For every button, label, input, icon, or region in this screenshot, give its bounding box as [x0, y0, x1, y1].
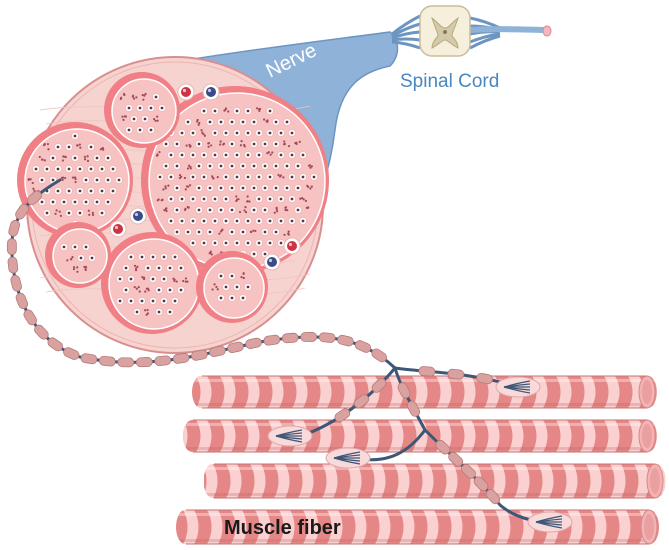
nerve-fascicle — [101, 232, 203, 334]
myelin-sheath — [154, 355, 172, 366]
myelin-sheath — [371, 348, 387, 363]
myelin-sheath — [485, 489, 501, 505]
myelin-sheath — [135, 357, 153, 368]
myelin-sheath — [476, 372, 493, 385]
myelin-sheath — [473, 476, 489, 492]
blood-vessel — [109, 220, 127, 238]
myelin-sheath — [80, 353, 98, 365]
motor-end-plate — [527, 511, 573, 533]
nerve-fascicle — [196, 251, 268, 323]
nerve-fascicle — [141, 86, 329, 274]
myelin-sheath — [435, 439, 451, 455]
myelin-sheath — [117, 357, 135, 368]
blood-vessel — [263, 253, 281, 271]
myelin-sheath — [353, 394, 370, 409]
myelin-sheath — [190, 349, 208, 361]
nerve-fascicle — [104, 72, 180, 148]
nerve-fascicle — [17, 122, 133, 238]
myelin-sheath — [8, 220, 21, 237]
blood-vessel — [129, 207, 147, 225]
myelin-sheath — [34, 324, 49, 340]
myelin-sheath — [23, 309, 37, 326]
myelin-sheath — [371, 378, 387, 393]
myelin-sheath — [245, 337, 262, 349]
muscle-fiber-label: Muscle fiber — [224, 517, 341, 539]
blood-vessel — [202, 83, 220, 101]
blood-vessel — [283, 237, 301, 255]
myelin-sheath — [209, 345, 226, 358]
myelin-sheath — [354, 340, 372, 353]
myelin-sheath — [300, 332, 318, 342]
myelin-sheath — [406, 400, 421, 417]
muscle-fiber — [176, 509, 659, 545]
myelin-sheath — [15, 292, 29, 310]
myelin-sheath — [10, 275, 22, 292]
myelin-sheath — [461, 464, 476, 479]
nerve-fascicle — [45, 222, 111, 288]
myelin-sheath — [448, 451, 464, 467]
muscle-fiber — [183, 419, 657, 453]
spinal-cord: Spinal Cord — [391, 5, 552, 92]
myelin-sheath — [47, 337, 63, 352]
myelin-sheath — [227, 341, 244, 353]
nerve-cross-section: Nerve — [17, 39, 329, 354]
motor-end-plate — [267, 425, 313, 447]
myelin-sheath — [337, 334, 354, 347]
myelin-sheath — [7, 256, 19, 274]
myelin-sheath — [15, 203, 29, 220]
motor-end-plate — [495, 376, 541, 398]
myelin-sheath — [281, 332, 299, 344]
myelin-sheath — [172, 352, 190, 364]
myelin-sheath — [6, 238, 17, 256]
myelin-sheath — [418, 366, 436, 377]
myelin-sheath — [26, 190, 42, 206]
myelin-sheath — [334, 408, 351, 423]
myelin-sheath — [63, 347, 80, 360]
myelin-sheath — [447, 368, 465, 380]
motor-end-plate — [325, 447, 371, 469]
spinal-cord-label: Spinal Cord — [400, 71, 499, 92]
muscle-fiber — [192, 375, 657, 409]
muscle-fiber — [203, 463, 666, 499]
myelin-sheath — [397, 382, 411, 399]
myelin-sheath — [98, 355, 116, 367]
blood-vessel — [177, 83, 195, 101]
myelin-sheath — [263, 334, 281, 346]
myelin-sheath — [318, 332, 336, 343]
axon — [393, 366, 512, 387]
